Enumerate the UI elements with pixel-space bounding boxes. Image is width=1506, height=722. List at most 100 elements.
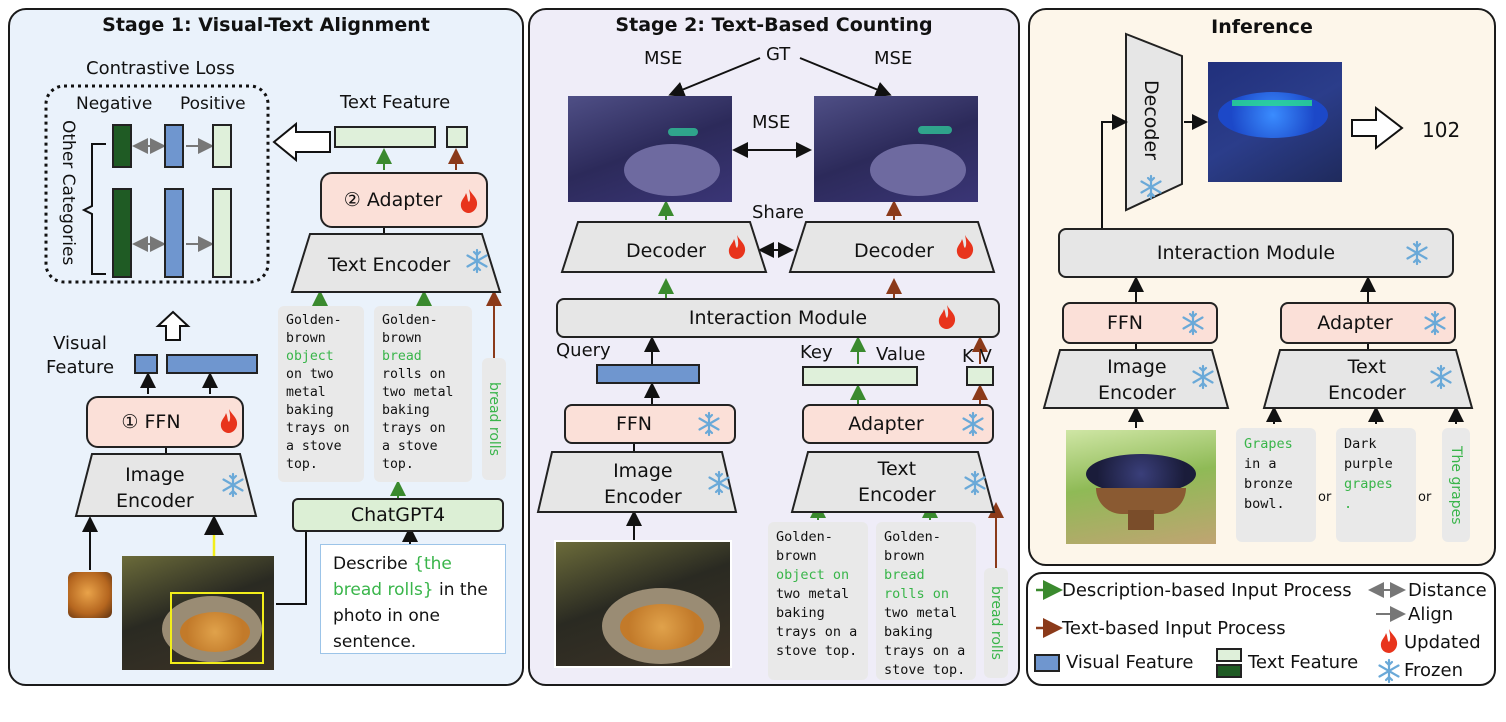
ffn-label: FFN — [615, 413, 653, 435]
text-encoder-label: Text Encoder — [1328, 356, 1406, 404]
decoder-right-label: Decoder — [854, 240, 934, 262]
desc-line: baking — [382, 403, 430, 418]
legend-description-process: Description-based Input Process — [1062, 580, 1352, 601]
legend-text-feature-swatch-light — [1216, 648, 1242, 662]
mse-right-label: MSE — [874, 48, 913, 69]
desc-line-highlight: . — [1344, 496, 1353, 512]
decoder-label: Decoder — [1140, 80, 1162, 160]
desc-line: bowl. — [1244, 496, 1285, 512]
flame-icon — [460, 189, 478, 213]
ffn-label: FFN — [1106, 312, 1144, 334]
snowflake-icon — [698, 411, 720, 437]
bread-roll-crop-image — [68, 572, 112, 618]
ffn-label: ① FFN — [121, 411, 181, 433]
prompt-text: Describe — [333, 554, 414, 574]
description-bread-rolls: Golden- brown bread rolls on two metal b… — [374, 306, 472, 482]
desc-line: trays on — [382, 421, 446, 436]
snowflake-icon — [1378, 658, 1400, 684]
desc-line: baking — [884, 624, 933, 640]
flame-icon — [938, 305, 956, 329]
decoder-left-label: Decoder — [626, 240, 706, 262]
positive-label: Positive — [180, 94, 246, 114]
text-encoder-label: Text Encoder — [858, 458, 936, 506]
positive-feature-large — [212, 188, 232, 278]
visual-feature-bar-long — [166, 354, 258, 374]
interaction-module-label: Interaction Module — [1156, 242, 1336, 264]
snowflake-icon — [1406, 240, 1428, 266]
flame-icon — [1380, 629, 1398, 653]
flame-icon — [728, 235, 746, 259]
snowflake-icon — [222, 472, 244, 498]
desc-line: top. — [286, 457, 318, 472]
stage2-title: Stage 2: Text-Based Counting — [615, 14, 933, 36]
desc-line: on two — [286, 367, 334, 382]
legend-visual-feature-swatch — [1034, 654, 1060, 672]
desc-line: top. — [382, 457, 414, 472]
desc-line: trays on — [286, 421, 350, 436]
visual-feature-large — [164, 188, 184, 278]
desc-line-highlight: grapes — [1344, 476, 1393, 492]
adapter-label: Adapter — [848, 413, 924, 435]
snowflake-icon — [962, 411, 984, 437]
desc-line: bronze — [1244, 476, 1293, 492]
desc-line: in a — [1244, 456, 1277, 472]
adapter-block: ② Adapter — [320, 172, 488, 228]
visual-feature-bar-short — [134, 354, 158, 374]
inference-title: Inference — [1211, 16, 1313, 38]
snowflake-icon — [708, 470, 730, 496]
other-categories-label: Other Categories — [58, 120, 78, 266]
desc-line: brown — [286, 331, 326, 346]
legend-panel — [1026, 572, 1496, 686]
kv-label: K V — [962, 346, 992, 367]
ffn-block: ① FFN — [86, 396, 244, 448]
desc-line: baking — [776, 605, 825, 621]
legend-text-process: Text-based Input Process — [1062, 618, 1286, 639]
legend-visual-feature: Visual Feature — [1066, 652, 1194, 673]
legend-text-feature-swatch-dark — [1216, 664, 1242, 678]
snowflake-icon — [466, 248, 488, 274]
desc-line: stove top. — [884, 662, 966, 678]
description-object: Golden- brown object on two metal baking… — [768, 522, 868, 680]
desc-line: two metal — [776, 586, 850, 602]
desc-line: brown — [776, 548, 817, 564]
or-label: or — [1418, 490, 1432, 505]
prompt-text: in the photo in one sentence. — [333, 580, 488, 652]
text-feature-label: Text Feature — [340, 92, 451, 113]
desc-line-highlight: Grapes — [1244, 436, 1293, 452]
chatgpt-block: ChatGPT4 — [292, 498, 504, 532]
contrastive-loss-box — [44, 84, 270, 284]
mse-middle-label: MSE — [752, 112, 791, 133]
desc-line: stove top. — [776, 643, 858, 659]
flame-icon — [956, 235, 974, 259]
prompt-box: Describe {the bread rolls} in the photo … — [320, 544, 506, 654]
or-label: or — [1318, 490, 1332, 505]
interaction-module-label: Interaction Module — [688, 307, 868, 329]
text-feature-bar-short — [446, 126, 468, 148]
image-encoder-label: Image Encoder — [1098, 356, 1176, 404]
desc-line: two metal — [884, 605, 958, 621]
desc-line: brown — [884, 548, 925, 564]
description-bread-rolls: Golden- brown bread rolls on two metal b… — [876, 522, 976, 680]
desc-line-highlight: bread — [884, 567, 925, 583]
desc-line: Golden- — [382, 313, 438, 328]
stove-photo-image — [554, 540, 732, 668]
desc-line: baking — [286, 403, 334, 418]
key-value-feature-bar — [802, 366, 918, 386]
desc-line: metal — [286, 385, 326, 400]
adapter-label: Adapter — [1317, 312, 1393, 334]
stove-photo-image — [122, 556, 274, 670]
desc-line: Golden- — [776, 529, 833, 545]
desc-line: Dark — [1344, 436, 1377, 452]
query-label: Query — [556, 340, 611, 361]
legend-frozen: Frozen — [1404, 660, 1463, 681]
negative-label: Negative — [76, 94, 153, 114]
text-feature-bar-long — [334, 126, 436, 148]
interaction-module-block: Interaction Module — [1058, 228, 1454, 278]
class-name-label: bread rolls — [482, 358, 506, 480]
positive-feature-small — [212, 124, 232, 168]
negative-feature-small — [112, 124, 132, 168]
visual-feature-label: Visual Feature — [46, 333, 115, 378]
description-dark-purple-grapes: Dark purple grapes . — [1336, 428, 1416, 542]
visual-feature-small — [164, 124, 184, 168]
